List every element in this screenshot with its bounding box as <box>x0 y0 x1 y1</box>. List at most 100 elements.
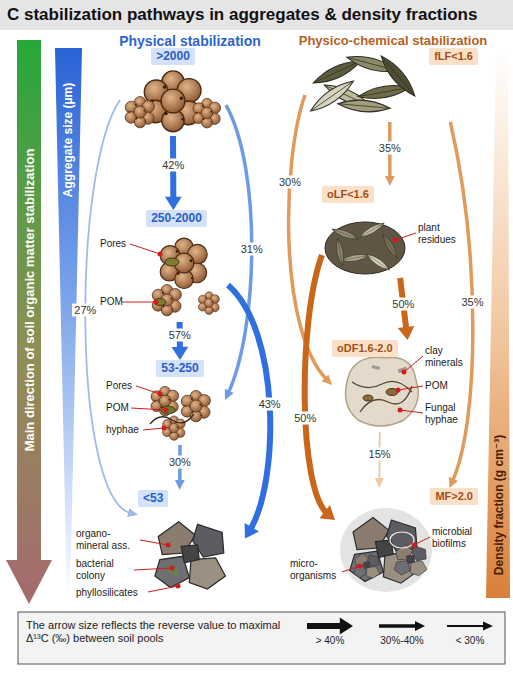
leader-dot <box>154 300 159 305</box>
occluded-dense-fraction-illustration <box>372 365 381 370</box>
callout-label: Fungal hyphae <box>425 402 465 426</box>
density-fraction-wedge <box>486 48 510 598</box>
arrow-head <box>127 508 138 517</box>
leader-dot <box>176 584 181 589</box>
axis-title: Density fraction (g cm⁻³) <box>492 435 506 575</box>
title-bar: C stabilization pathways in aggregates &… <box>0 0 513 30</box>
leader-line <box>148 586 178 592</box>
leader-dot <box>158 392 163 397</box>
arrow-head <box>319 505 335 520</box>
pool-label: 250-2000 <box>146 210 207 227</box>
leader-dot <box>358 564 363 569</box>
arrow-head <box>385 176 395 186</box>
pool-label: 53-250 <box>156 360 203 377</box>
leader-line <box>404 356 423 372</box>
aggregate-large-illustration <box>125 71 220 132</box>
microaggregate-illustration <box>151 386 179 416</box>
legend-arrow-line <box>447 625 486 627</box>
flow-connector <box>289 95 332 385</box>
macroaggregate-illustration <box>152 238 219 316</box>
percent-label: 15% <box>367 448 393 461</box>
macroaggregate-illustration <box>154 299 166 306</box>
legend-arrow-sample <box>305 617 355 635</box>
aggregate-size-wedge <box>55 48 82 600</box>
legend-item: < 30% <box>435 617 505 647</box>
stabilization-direction-arrow <box>6 40 52 604</box>
leader-dot <box>166 543 171 548</box>
flow-connector <box>228 285 270 539</box>
percent-label: 42% <box>160 159 186 172</box>
flow-line <box>305 255 328 514</box>
arrow-head <box>415 621 425 631</box>
leader-line <box>136 386 160 394</box>
callout-label: hyphae <box>106 424 139 436</box>
pool-node: oLF<1.6 <box>322 186 415 278</box>
occluded-dense-fraction-illustration <box>346 357 419 426</box>
leader-dot <box>164 408 169 413</box>
percent-label: 43% <box>257 398 283 411</box>
silt-clay-illustration <box>173 572 177 576</box>
percent-label: 27% <box>72 304 98 317</box>
occluded-light-fraction-illustration <box>341 253 370 264</box>
arrow-head <box>449 477 458 488</box>
mineral-fraction-illustration <box>340 508 432 592</box>
arrow-head <box>165 197 182 210</box>
legend-text: < 30% <box>435 635 505 647</box>
column-header: Physical stabilization <box>119 33 261 49</box>
macroaggregate-illustration <box>152 285 181 316</box>
callout-label: bacterial colony <box>76 558 132 582</box>
percent-label: 50% <box>390 298 416 311</box>
legend-title: The arrow size reflects the reverse valu… <box>26 619 294 645</box>
leader-line <box>130 244 160 254</box>
legend-item: 30%-40% <box>367 617 437 647</box>
diagram-title: C stabilization pathways in aggregates &… <box>7 0 477 30</box>
leader-line <box>140 540 168 545</box>
leader-dot <box>170 566 175 571</box>
callout-label: POM <box>106 402 129 414</box>
silt-clay-illustration <box>155 522 226 589</box>
occluded-light-fraction-illustration <box>325 222 405 274</box>
legend-arrow-sample <box>445 617 495 635</box>
free-light-fraction-illustration <box>307 76 357 115</box>
arrow-head <box>483 622 493 631</box>
leader-line <box>400 410 423 413</box>
percent-label: 31% <box>239 243 265 256</box>
callout-label: clay minerals <box>425 345 469 369</box>
pool-label: oLF<1.6 <box>322 186 374 203</box>
callout-label: POM <box>100 296 123 308</box>
mineral-fraction-illustration <box>354 554 380 579</box>
percent-label: 30% <box>277 175 303 188</box>
legend-arrow-line <box>379 624 418 628</box>
leader-line <box>143 428 164 430</box>
callout-label: POM <box>425 380 448 392</box>
leader-dot <box>396 388 401 393</box>
occluded-light-fraction-illustration <box>365 251 392 272</box>
callout-label: organo-mineral ass. <box>76 528 138 552</box>
free-light-fraction-illustration <box>377 52 419 100</box>
callout-label: phyllosilicates <box>76 587 138 599</box>
occluded-dense-fraction-illustration <box>346 357 419 426</box>
callout-label: plant residues <box>418 222 462 246</box>
leader-dot <box>162 426 167 431</box>
arrow-head <box>171 347 188 360</box>
aggregate-large-illustration <box>193 98 221 128</box>
occluded-light-fraction-illustration <box>358 220 385 239</box>
occluded-dense-fraction-illustration <box>363 395 373 401</box>
pool-node: oDF1.6-2.0 <box>332 340 422 432</box>
column-header: Physico-chemical stabilization <box>299 33 488 48</box>
occluded-dense-fraction-illustration <box>352 381 412 412</box>
leader-dot <box>393 238 398 243</box>
pool-label: MF>2.0 <box>430 488 478 505</box>
pool-label: >2000 <box>151 48 195 65</box>
silt-clay-illustration <box>174 567 178 571</box>
percent-label: 35% <box>377 141 403 154</box>
pool-node: 250-2000 <box>125 210 228 322</box>
pool-node: <53 <box>138 490 245 598</box>
legend-arrow-line <box>307 623 344 629</box>
free-light-fraction-illustration <box>307 52 419 116</box>
legend-text: 30%-40% <box>367 635 437 647</box>
flow-connector <box>305 255 335 520</box>
arrow-head <box>322 375 332 386</box>
callout-label: micro-organisms <box>290 558 340 582</box>
